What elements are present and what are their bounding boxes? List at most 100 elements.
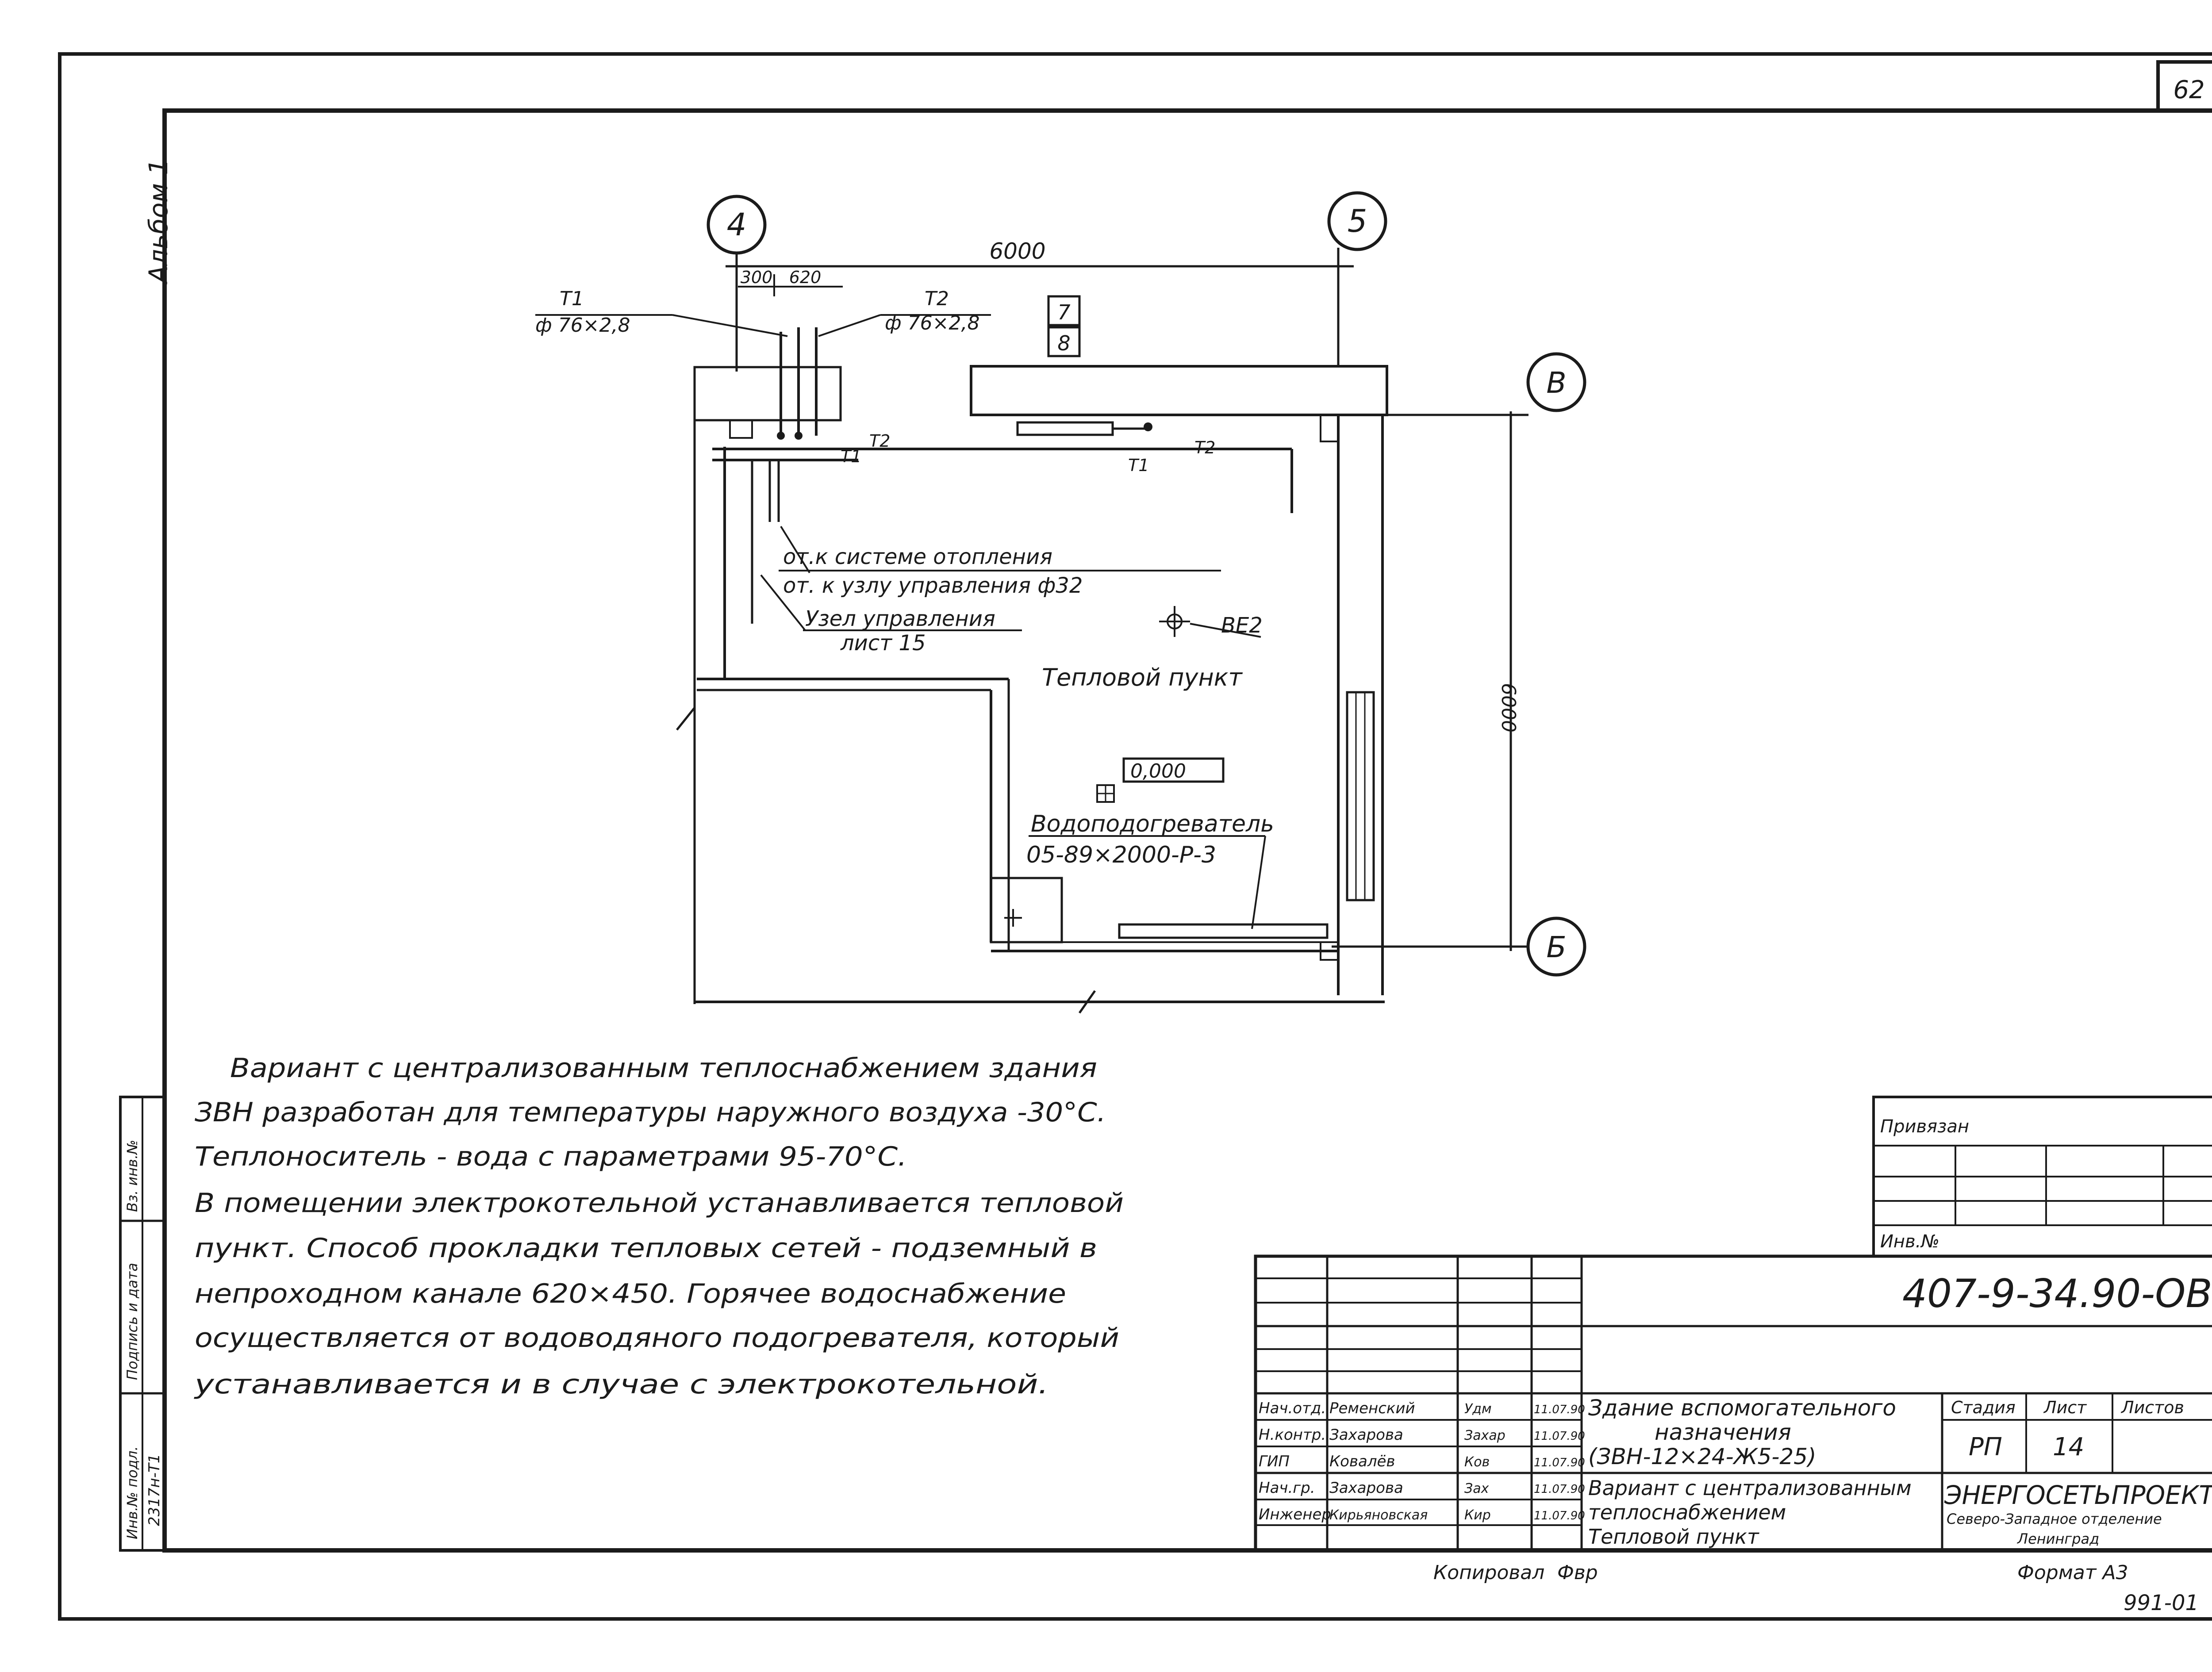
svg-text:Инв.№: Инв.№ [1880,1231,1939,1252]
album-label: Альбом 1 [143,159,173,285]
note-line: осуществляется от водоводяного подогрева… [195,1323,1119,1354]
svg-text:0,000: 0,000 [1130,760,1186,782]
svg-text:лист 15: лист 15 [840,631,926,656]
svg-text:от.к системе отопления: от.к системе отопления [783,545,1052,569]
svg-text:Б: Б [1546,930,1566,964]
page-number: 62 [2173,76,2204,104]
note-line: устанавливается и в случае с электрокоте… [194,1369,1048,1400]
copied-by-label: Копировал [1433,1561,1544,1584]
svg-text:Зах: Зах [1464,1481,1489,1496]
svg-text:11.07.90: 11.07.90 [1534,1403,1585,1416]
svg-text:ВЕ2: ВЕ2 [1221,613,1263,638]
svg-text:Тепловой пункт: Тепловой пункт [1588,1525,1759,1549]
archive-number: 991-01 [2124,1591,2199,1615]
pipe-channel-entry [693,327,842,440]
svg-text:Ленинград: Ленинград [2017,1530,2099,1547]
svg-text:11.07.90: 11.07.90 [1534,1456,1585,1469]
callout-heater: Водоподогреватель 05-89×2000-Р-3 [990,811,1339,961]
svg-text:Вариант с централизованным: Вариант с централизованным [1588,1476,1912,1500]
svg-text:4: 4 [727,207,747,243]
svg-text:Инв.№ подл.: Инв.№ подл. [124,1446,141,1539]
note-line: В помещении электрокотельной устанавлива… [195,1188,1124,1219]
svg-text:Привязан: Привязан [1880,1116,1969,1137]
svg-text:Н.контр.: Н.контр. [1259,1426,1326,1444]
note-line: ЗВН разработан для температуры наружного… [195,1097,1106,1128]
svg-text:2317н-Т1: 2317н-Т1 [146,1454,163,1526]
title-block: 407-9-34.90-ОВ Здание вспомогательного н… [1254,1254,2212,1552]
svg-text:7: 7 [1057,300,1070,324]
elevation-mark: 0,000 [1096,757,1225,803]
marker-boxes: 7 8 [1047,295,1081,357]
staff-rows: Нач.отд. Ременский Удм 11.07.90 Н.контр.… [1259,1400,1585,1523]
svg-text:Кир: Кир [1464,1507,1491,1523]
svg-text:Захар: Захар [1464,1428,1505,1443]
svg-text:Т1: Т1 [841,447,861,466]
svg-text:11.07.90: 11.07.90 [1534,1483,1585,1496]
note-line: Теплоноситель - вода с параметрами 95-70… [195,1141,907,1172]
note-line: пункт. Способ прокладки тепловых сетей -… [195,1233,1097,1264]
svg-text:ф 76×2,8: ф 76×2,8 [535,314,630,337]
svg-text:Т2: Т2 [925,288,949,310]
svg-text:Ков: Ков [1464,1454,1490,1470]
svg-text:Ременский: Ременский [1329,1400,1415,1417]
svg-text:Узел управления: Узел управления [805,606,995,631]
pipe-runs: Т2 Т1 Т1 Т2 [712,421,1293,624]
svg-text:ГИП: ГИП [1259,1453,1290,1470]
axis-v: В [1332,352,1586,416]
marker-be2: ВЕ2 [1159,606,1263,638]
svg-text:Т2: Т2 [1194,438,1215,457]
svg-text:Вз. инв.№: Вз. инв.№ [124,1140,141,1212]
inner-frame [162,108,2212,1553]
svg-text:14: 14 [2053,1433,2084,1461]
svg-text:Инженер: Инженер [1259,1506,1331,1523]
heat-point-plan: 4 5 В Б 6000 300 620 [535,191,1586,1014]
svg-text:11.07.90: 11.07.90 [1534,1509,1585,1522]
axis-4: 4 [707,195,767,372]
svg-text:Ковалёв: Ковалёв [1329,1453,1395,1470]
note-line: Вариант с централизованным теплоснабжени… [230,1053,1097,1084]
room-walls [676,365,1388,1014]
svg-text:5: 5 [1348,203,1367,239]
svg-text:Т1: Т1 [1128,456,1149,475]
binding-block: Привязан Инв.№ [1872,1096,2212,1258]
svg-text:Нач.отд.: Нач.отд. [1259,1400,1326,1417]
axis-5: 5 [1327,191,1387,367]
dimension-vertical: 6000 [1497,411,1520,951]
format-label: Формат А3 [2017,1561,2128,1584]
svg-text:Подпись и дата: Подпись и дата [124,1263,141,1380]
svg-text:Т1: Т1 [560,288,584,310]
side-stamp: Инв.№ подл. 2317н-Т1 Подпись и дата Вз. … [119,1096,166,1552]
svg-text:Т2: Т2 [869,431,890,451]
svg-text:(ЗВН-12×24-Ж5-25): (ЗВН-12×24-Ж5-25) [1588,1444,1816,1469]
pipe-t1-label: Т1 ф 76×2,8 [535,288,788,337]
svg-text:6000: 6000 [1497,683,1520,732]
axis-b: Б [1332,917,1586,977]
pipe-t2-label: Т2 ф 76×2,8 [818,288,991,337]
svg-text:300: 300 [741,268,773,287]
svg-text:Стадия: Стадия [1951,1398,2016,1417]
svg-text:Захарова: Захарова [1329,1426,1403,1444]
svg-text:8: 8 [1057,331,1070,355]
svg-text:05-89×2000-Р-3: 05-89×2000-Р-3 [1026,842,1216,868]
svg-text:11.07.90: 11.07.90 [1534,1430,1585,1443]
note-line: непроходном канале 620×450. Горячее водо… [195,1278,1066,1309]
copier-mark: Фвр [1557,1561,1598,1584]
document-code: 407-9-34.90-ОВ [1902,1271,2212,1316]
svg-text:Нач.гр.: Нач.гр. [1259,1479,1315,1497]
svg-text:Захарова: Захарова [1329,1479,1403,1497]
svg-text:назначения: назначения [1655,1419,1791,1445]
svg-text:теплоснабжением: теплоснабжением [1588,1500,1786,1524]
svg-text:Листов: Листов [2120,1398,2184,1417]
svg-text:Кирьяновская: Кирьяновская [1329,1507,1428,1523]
organization-name: ЭНЕРГОСЕТЬПРОЕКТ [1944,1480,2212,1510]
callout-heating: от.к системе отопления от. к узлу управл… [779,525,1221,598]
callout-control-node: Узел управления лист 15 [760,574,1022,656]
svg-text:6000: 6000 [989,238,1045,264]
svg-text:от. к узлу управления ф32: от. к узлу управления ф32 [783,573,1083,598]
outer-frame [58,52,2212,1621]
svg-text:В: В [1546,366,1566,400]
svg-text:Лист: Лист [2043,1398,2087,1417]
svg-text:620: 620 [789,268,822,287]
svg-text:Здание вспомогательного: Здание вспомогательного [1588,1395,1896,1421]
